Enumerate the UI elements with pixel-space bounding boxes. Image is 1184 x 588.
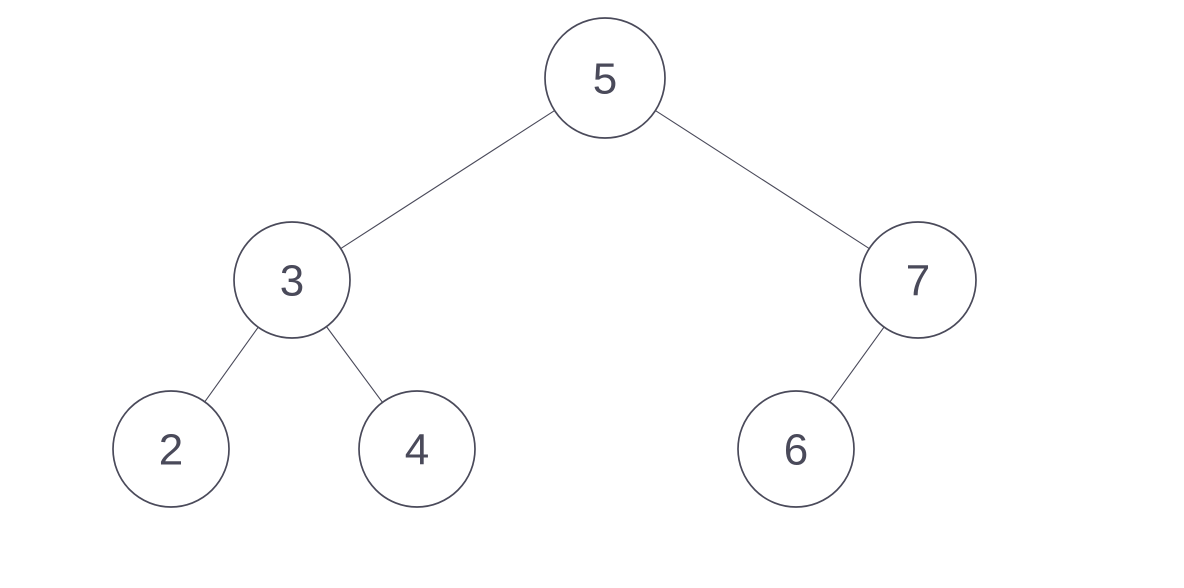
- tree-node[interactable]: 3: [233, 221, 351, 339]
- tree-node[interactable]: 2: [112, 390, 230, 508]
- tree-node[interactable]: 7: [859, 221, 977, 339]
- tree-node-label: 4: [405, 426, 429, 475]
- tree-node-label: 3: [280, 257, 304, 306]
- tree-node-circle[interactable]: [737, 390, 855, 508]
- tree-node-circle[interactable]: [112, 390, 230, 508]
- tree-edge: [829, 326, 885, 403]
- tree-nodes-group: 5 3 7 2 4 6: [112, 17, 977, 508]
- tree-edge: [654, 109, 870, 250]
- tree-edge: [204, 326, 259, 403]
- tree-node-label: 5: [593, 55, 617, 104]
- tree-node[interactable]: 5: [544, 17, 666, 139]
- tree-node-label: 2: [159, 426, 183, 475]
- tree-node[interactable]: 4: [358, 390, 476, 508]
- tree-node[interactable]: 6: [737, 390, 855, 508]
- tree-node-label: 7: [906, 257, 930, 306]
- tree-node-circle[interactable]: [358, 390, 476, 508]
- tree-edge: [340, 109, 556, 250]
- tree-node-circle[interactable]: [233, 221, 351, 339]
- tree-edge: [325, 326, 384, 403]
- tree-edges-group: [204, 109, 885, 403]
- tree-node-label: 6: [784, 426, 808, 475]
- tree-node-circle[interactable]: [544, 17, 666, 139]
- tree-node-circle[interactable]: [859, 221, 977, 339]
